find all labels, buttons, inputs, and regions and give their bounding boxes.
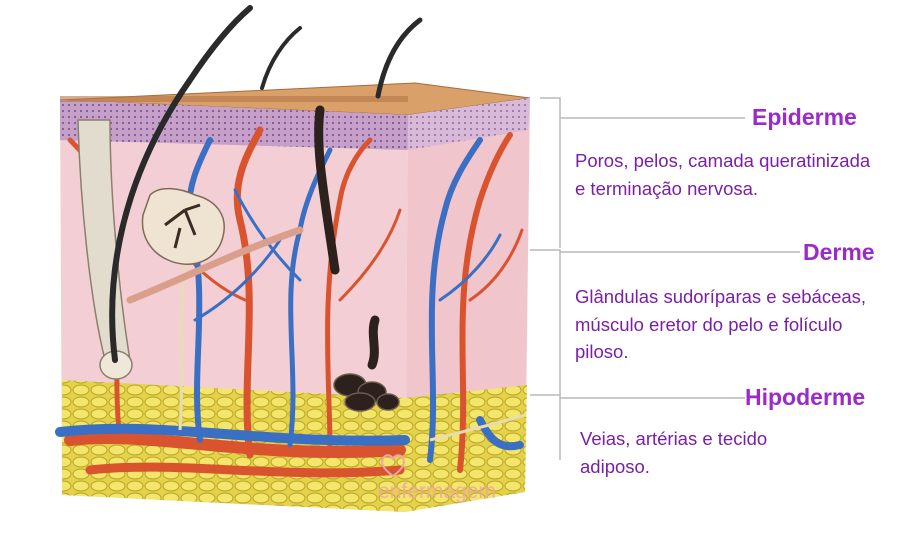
watermark-logo-icon [378,452,408,478]
label-hipoderme-title: Hipoderme [745,384,865,411]
label-epiderme-title: Epiderme [752,104,857,131]
label-derme-description: Glândulas sudoríparas e sebáceas, múscul… [575,283,875,366]
label-derme-title: Derme [803,239,875,266]
label-epiderme-description: Poros, pelos, camada queratinizada e ter… [575,147,875,202]
watermark-text: enfermagem [378,480,496,504]
label-hipoderme-description: Veias, artérias e tecido adiposo. [580,425,830,480]
